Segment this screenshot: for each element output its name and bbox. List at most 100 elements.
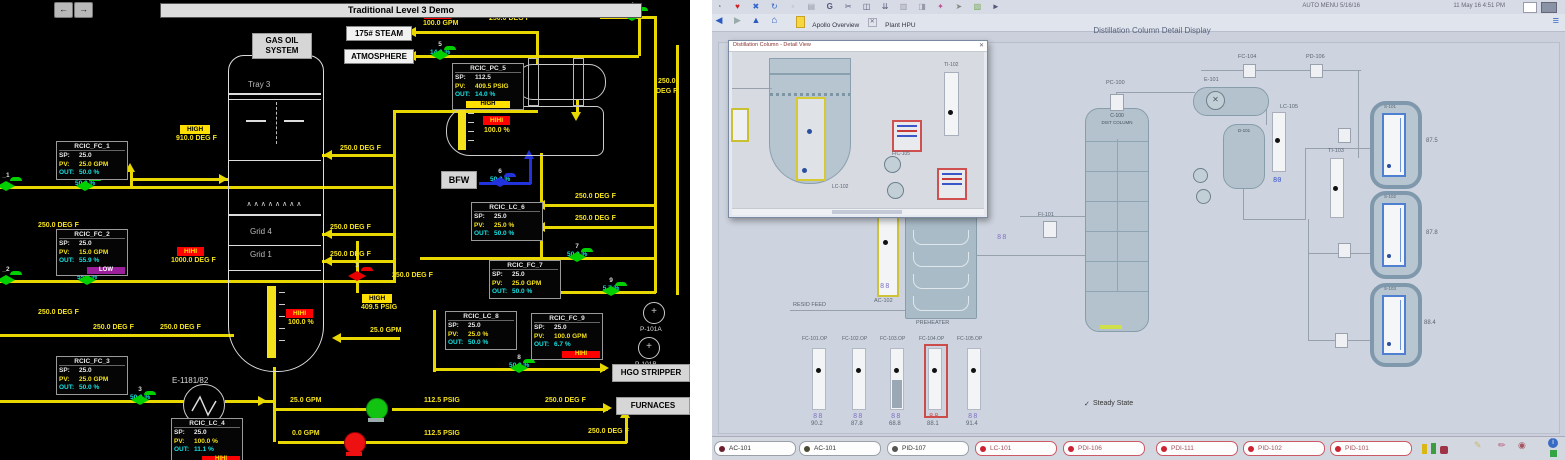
tab-overview[interactable]: Apollo Overview [812,22,860,29]
toolbar-icon[interactable]: ♥ [735,2,740,11]
pencil-icon[interactable]: ✎ [1474,440,1482,450]
faceplate-rcic-fc-1[interactable]: RCIC_FC_1 SP:25.0 PV:25.0 GPM OUT:50.0 % [56,141,128,180]
pipe [392,408,608,411]
faceplate-rcic-fc-3[interactable]: RCIC_FC_3 SP:25.0 PV:25.0 GPM OUT:50.0 % [56,356,128,395]
marker-icon[interactable]: ✏ [1498,440,1506,450]
popup-pump[interactable] [884,156,901,173]
scrollbar-thumb[interactable] [832,210,902,214]
menu-icon[interactable]: ≡ [1552,15,1559,27]
toolbar-icon[interactable]: ◨ [918,2,926,11]
toolbar-icon[interactable]: ▫ [791,2,795,11]
stopped-pump[interactable] [344,432,366,454]
nav-toolbar: ◀ ▶ ▲ ⌂ Apollo Overview ✕ Plant HPU ≡ [712,14,1565,32]
alarm-button-pdi106[interactable]: PDI-106 [1063,441,1145,456]
faceplate-rcic-lc-8[interactable]: RCIC_LC_8 SP:25.0 PV:25.0 % OUT:50.0 % [445,311,517,350]
faceplate-rcic-pc-5[interactable]: RCIC_PC_5 SP:112.5 PV:409.5 PSIG OUT:14.… [452,63,524,110]
slider-gauge-alarm[interactable] [928,348,942,410]
toolbar-icon[interactable]: ➤ [955,2,963,11]
accumulator-drum[interactable] [446,106,604,156]
popup-scrollbar[interactable] [732,208,984,215]
slider-gauge[interactable] [890,348,904,410]
alarm-button-pid101[interactable]: PID-101 [1330,441,1412,456]
alarm-button-ac101[interactable]: AC-101 [714,441,796,456]
inst-label: AC-102 [874,298,893,304]
instrument-box[interactable] [1110,94,1124,111]
back-icon[interactable]: ◀ [715,15,723,25]
eye-icon[interactable]: ◉ [1518,440,1526,450]
faceplate-rcic-fc-7[interactable]: RCIC_FC_7 SP:25.0 PV:25.0 GPM OUT:50.0 % [489,260,561,299]
minimize-button[interactable] [1523,2,1537,13]
toolbar-icon[interactable]: ◔ [716,2,722,11]
toolbar-icon[interactable]: G [826,2,833,11]
valve-3-red[interactable]: 3 [347,262,373,271]
nav-back-button[interactable]: ← [54,2,73,18]
toolbar-icon[interactable]: ▧ [973,2,982,11]
slider-gauge[interactable] [852,348,866,410]
valve-1a[interactable]: _1 [0,172,22,181]
faceplate-rcic-fc-2[interactable]: RCIC_FC_2 SP:25.0 PV:15.0 GPM OUT:55.9 %… [56,229,128,276]
alarm-button-lc101[interactable]: LC-101 [975,441,1057,456]
instrument-box[interactable] [1338,128,1351,143]
popup-window[interactable]: Distillation Column - Detail View ✕ FIC-… [728,40,988,218]
reflux-pump[interactable] [1193,168,1208,183]
toolbar-icon[interactable]: ⇊ [881,2,889,11]
tab-plant-hpu[interactable]: Plant HPU [885,22,916,29]
popup-mini-faceplate[interactable] [731,108,749,142]
popup-titlebar[interactable]: Distillation Column - Detail View ✕ [729,41,987,52]
toolbar-icon[interactable]: ▥ [899,2,908,11]
nav-forward-button[interactable]: → [74,2,93,18]
pump-p101a[interactable]: + [643,302,665,324]
faceplate-rcic-fc-9[interactable]: RCIC_FC_9 SP:25.0 PV:100.0 GPM OUT:6.7 %… [531,313,603,360]
slider-gauge[interactable] [967,348,981,410]
pipe [433,310,436,372]
popup-pump[interactable] [887,182,904,199]
slider-gauge[interactable] [812,348,826,410]
running-pump[interactable] [366,398,388,420]
distillation-column[interactable]: C-100 DIST COLUMN [1085,108,1149,332]
instrument-box[interactable] [1243,64,1256,78]
toolbar-icon[interactable]: ↻ [771,2,778,11]
faceplate-rcic-lc-4[interactable]: RCIC_LC_4 SP:25.0 PV:100.0 % OUT:11.1 % … [171,418,243,460]
gauge-pointer [1275,138,1280,143]
popup-close-icon[interactable]: ✕ [978,43,984,49]
popup-gauge[interactable] [944,72,959,136]
alarm-button-pdi111[interactable]: PDI-111 [1156,441,1238,456]
toolbar-icon[interactable]: ► [991,2,1000,11]
pump-p101b[interactable]: + [638,337,660,359]
instrument-box[interactable] [1043,221,1057,238]
reflux-pump[interactable] [1196,189,1211,204]
instrument-box[interactable] [1335,333,1348,348]
instrument-box[interactable] [1310,64,1323,78]
condenser[interactable] [1193,87,1269,116]
tab-close-icon[interactable]: ✕ [867,18,877,28]
up-icon[interactable]: ▲ [751,15,761,25]
forward-icon[interactable]: ▶ [733,15,741,25]
faceplate-tag: RCIC_LC_4 [174,420,240,428]
furnace-tag: PREHEATER [916,320,950,326]
alarm-button-pid107[interactable]: PID-107 [887,441,969,456]
toolbar-icon[interactable]: ✂ [844,2,852,11]
home-icon[interactable]: ⌂ [771,15,778,26]
toolbar-icon[interactable]: ◫ [862,2,871,11]
info-icon[interactable]: i [1548,438,1558,448]
popup-alarm-faceplate[interactable] [892,120,922,152]
window-button[interactable] [1541,2,1557,13]
popup-level-gauge[interactable] [796,97,826,181]
valve-2a[interactable]: _2 [0,266,22,275]
alarm-button-pid102[interactable]: PID-102 [1243,441,1325,456]
reflux-drum[interactable]: D-101 [1223,124,1265,189]
faceplate-rcic-lc-6[interactable]: RCIC_LC_6 SP:25.0 PV:25.0 % OUT:50.0 % [471,202,543,241]
popup-alarm-faceplate[interactable] [937,168,967,200]
toolbar-icon[interactable]: ▤ [807,2,816,11]
alarm-button-ac101b[interactable]: AC-101 [799,441,881,456]
toolbar-icon[interactable]: ✦ [937,2,944,11]
instrument-box[interactable] [1338,243,1351,258]
toolbar-icon[interactable]: ✖ [752,2,760,11]
